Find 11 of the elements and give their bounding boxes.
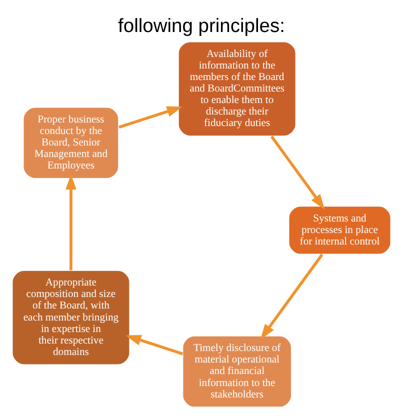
node-box: Timely disclosure of material operational and financial information to the stakeholders — [182, 335, 292, 408]
node-box: Appropriate composition and size of the Board, with each member bringing in expertise in their respective domains — [12, 270, 130, 366]
arrow — [66, 174, 76, 270]
arrow — [260, 254, 324, 340]
arrow — [118, 106, 182, 129]
diagram-title: following principles: — [118, 16, 285, 38]
arrow — [270, 136, 325, 210]
node-box: Systems and processes in place for internal control — [288, 206, 392, 255]
arrow — [126, 334, 184, 356]
node-box: Proper business conduct by the Board, Senior Management and Employees — [22, 106, 120, 179]
node-box: Availability of information to the members of the Board and BoardCommittees to enable them to discharge their fiduciary duties — [178, 41, 296, 137]
